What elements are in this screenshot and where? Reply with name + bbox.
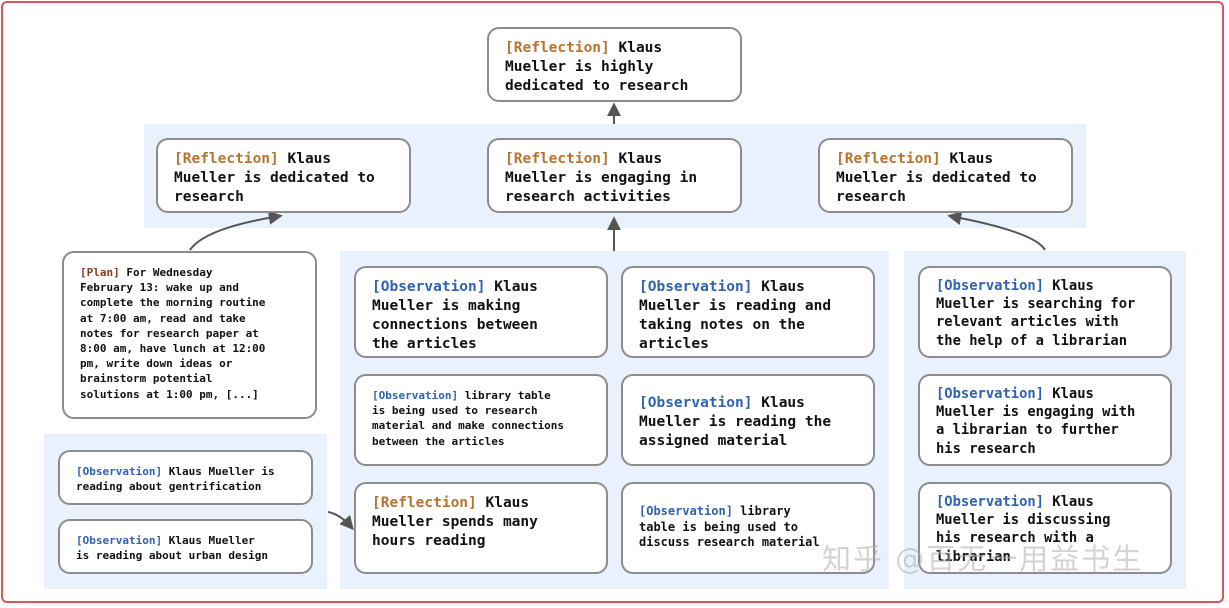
observation-tag: [Observation]: [372, 389, 459, 402]
card-text: Klaus Mueller spends many hours reading: [372, 495, 538, 549]
observation-card-gentrification: [Observation] Klaus Mueller is reading a…: [58, 450, 313, 505]
reflection-card-left: [Reflection] Klaus Mueller is dedicated …: [156, 138, 411, 213]
observation-tag: [Observation]: [936, 494, 1044, 510]
card-text: Klaus Mueller is making connections betw…: [372, 279, 538, 352]
observation-tag: [Observation]: [639, 395, 753, 411]
card-text: Klaus Mueller is engaging in research ac…: [505, 151, 698, 205]
card-text: Klaus Mueller is highly dedicated to res…: [505, 40, 689, 94]
plan-card: [Plan] For Wednesday February 13: wake u…: [62, 251, 317, 419]
card-text: Klaus Mueller is reading and taking note…: [639, 279, 832, 352]
reflection-card-right: [Reflection] Klaus Mueller is dedicated …: [818, 138, 1073, 213]
card-text: Klaus Mueller is dedicated to research: [174, 151, 375, 205]
reflection-tag: [Reflection]: [174, 151, 279, 167]
observation-card-discuss-table: [Observation] library table is being use…: [621, 482, 875, 574]
observation-tag: [Observation]: [372, 279, 486, 295]
observation-tag: [Observation]: [639, 279, 753, 295]
observation-card-discussing: [Observation] Klaus Mueller is discussin…: [918, 482, 1172, 574]
observation-card-librarian: [Observation] Klaus Mueller is engaging …: [918, 374, 1172, 466]
card-text: Klaus Mueller is reading the assigned ma…: [639, 395, 832, 449]
card-text: library table is being used to research …: [372, 389, 565, 448]
card-text: Klaus Mueller is reading about urban des…: [76, 534, 269, 563]
reflection-tag: [Reflection]: [505, 151, 610, 167]
card-text: library table is being used to discuss r…: [639, 504, 820, 549]
reflection-tag: [Reflection]: [836, 151, 941, 167]
observation-card-searching: [Observation] Klaus Mueller is searching…: [918, 266, 1172, 358]
observation-card-taking-notes: [Observation] Klaus Mueller is reading a…: [621, 266, 875, 358]
observation-card-assigned-material: [Observation] Klaus Mueller is reading t…: [621, 374, 875, 466]
observation-tag: [Observation]: [639, 504, 733, 518]
observation-card-connections: [Observation] Klaus Mueller is making co…: [354, 266, 608, 358]
observation-tag: [Observation]: [936, 278, 1044, 294]
card-text: Klaus Mueller is searching for relevant …: [936, 278, 1136, 349]
observation-card-urban-design: [Observation] Klaus Mueller is reading a…: [58, 519, 313, 574]
reflection-card-middle: [Reflection] Klaus Mueller is engaging i…: [487, 138, 742, 213]
arrow-left-panel-to-hours: [327, 511, 354, 531]
reflection-tag: [Reflection]: [372, 495, 477, 511]
observation-card-library-table: [Observation] library table is being use…: [354, 374, 608, 466]
card-text: Klaus Mueller is dedicated to research: [836, 151, 1037, 205]
reflection-card-hours-reading: [Reflection] Klaus Mueller spends many h…: [354, 482, 608, 574]
card-text: Klaus Mueller is discussing his research…: [936, 494, 1111, 565]
reflection-tag: [Reflection]: [505, 40, 610, 56]
observation-tag: [Observation]: [936, 386, 1044, 402]
watermark: 知乎 @百无一用益书生: [822, 542, 1144, 576]
arrow-right-panel-to-right: [947, 211, 1046, 251]
card-text: For Wednesday February 13: wake up and c…: [80, 266, 266, 401]
plan-tag: [Plan]: [80, 266, 120, 279]
card-text: Klaus Mueller is engaging with a librari…: [936, 386, 1136, 457]
card-text: Klaus Mueller is reading about gentrific…: [76, 465, 275, 494]
observation-tag: [Observation]: [76, 534, 163, 547]
arrow-plan-to-left: [189, 210, 283, 251]
reflection-card-top: [Reflection] Klaus Mueller is highly ded…: [487, 27, 742, 102]
observation-tag: [Observation]: [76, 465, 163, 478]
